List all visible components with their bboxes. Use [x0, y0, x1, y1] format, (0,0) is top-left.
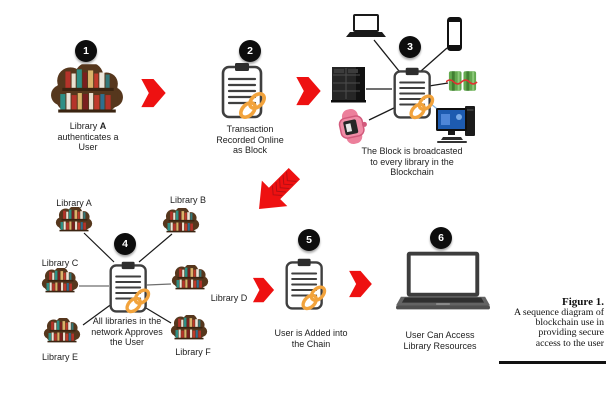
step-2-label-line1: Transaction — [226, 124, 274, 134]
step-6-label-line2: Library Resources — [403, 340, 477, 351]
figure-caption-line: providing secure — [538, 327, 604, 339]
red-chevron-arrow-icon — [295, 76, 322, 106]
step-5-label-line2: the Chain — [291, 338, 331, 349]
step-6-number-badge: 6 — [430, 227, 452, 249]
clipboard-chain-icon — [391, 63, 437, 124]
red-chevron-arrow-icon — [252, 277, 275, 303]
step-4-label-line3: the User — [109, 337, 144, 347]
step-3-number-badge: 3 — [399, 36, 421, 58]
library-cloud-icon — [54, 207, 94, 235]
library-f-label: Library F — [175, 347, 211, 357]
step-3-label: The Block is broadcasted to every librar… — [344, 146, 480, 178]
library-cloud-icon — [170, 265, 210, 293]
step-2-label: Transaction Recorded Online as Block — [202, 124, 298, 156]
step-6-label-line1: User Can Access — [405, 330, 475, 340]
big-red-arrow-icon — [246, 164, 306, 220]
step-1-number-badge: 1 — [75, 40, 97, 62]
laptop-icon — [345, 14, 387, 40]
figure-caption-line: blockchain use in — [535, 317, 604, 329]
caption-divider-rule — [499, 361, 606, 364]
library-cloud-icon — [50, 64, 124, 120]
step-1-label-line3: User — [78, 142, 98, 152]
step-2-label-line3: as Block — [232, 145, 267, 155]
red-chevron-arrow-icon — [348, 270, 373, 298]
desktop-computer-icon — [435, 103, 477, 143]
step-5-label-line1: User is Added into — [274, 328, 348, 338]
step-3-label-line2: to every library in the — [370, 156, 454, 167]
red-chevron-arrow-icon — [140, 78, 167, 108]
step-1-label: Library A authenticates a User — [38, 121, 138, 153]
step-1-label-line2: authenticates a — [57, 131, 119, 142]
step-2-label-line2: Recorded Online — [216, 134, 284, 145]
step-6-label: User Can Access Library Resources — [389, 330, 491, 351]
step-4-number-badge: 4 — [114, 233, 136, 255]
step-3-label-line3: Blockchain — [390, 167, 434, 177]
clipboard-chain-icon — [283, 254, 329, 315]
figure-caption-line: access to the user — [535, 337, 604, 349]
figure-caption-line: A sequence diagram of — [513, 307, 604, 318]
step-4-label-line1: All libraries in the — [92, 316, 162, 326]
step-1-label-line1: Library A — [69, 121, 107, 131]
clipboard-chain-icon — [107, 257, 153, 318]
step-3-label-line1: The Block is broadcasted — [361, 146, 463, 156]
step-4-label-line2: network Approves — [91, 326, 163, 337]
server-icon — [331, 66, 366, 103]
smartwatch-icon — [336, 109, 369, 144]
library-a-label: Library A — [56, 198, 92, 208]
library-e-label: Library E — [41, 352, 78, 362]
clipboard-chain-icon — [219, 58, 269, 124]
library-cloud-icon — [161, 208, 201, 236]
step-4-label: All libraries in the network Approves th… — [76, 316, 178, 348]
step-2-number-badge: 2 — [239, 40, 261, 62]
figure-caption-title: Figure 1. — [562, 296, 604, 308]
library-d-label: Library D — [210, 293, 248, 303]
library-b-label: Library B — [169, 195, 206, 205]
smartphone-icon — [446, 16, 463, 52]
step-5-number-badge: 5 — [298, 229, 320, 251]
step-5-label: User is Added into the Chain — [260, 328, 362, 349]
figure-caption: Figure 1. A sequence diagram of blockcha… — [474, 296, 604, 349]
library-cloud-icon — [40, 268, 80, 296]
library-c-label: Library C — [41, 258, 79, 268]
money-icon — [446, 68, 479, 94]
